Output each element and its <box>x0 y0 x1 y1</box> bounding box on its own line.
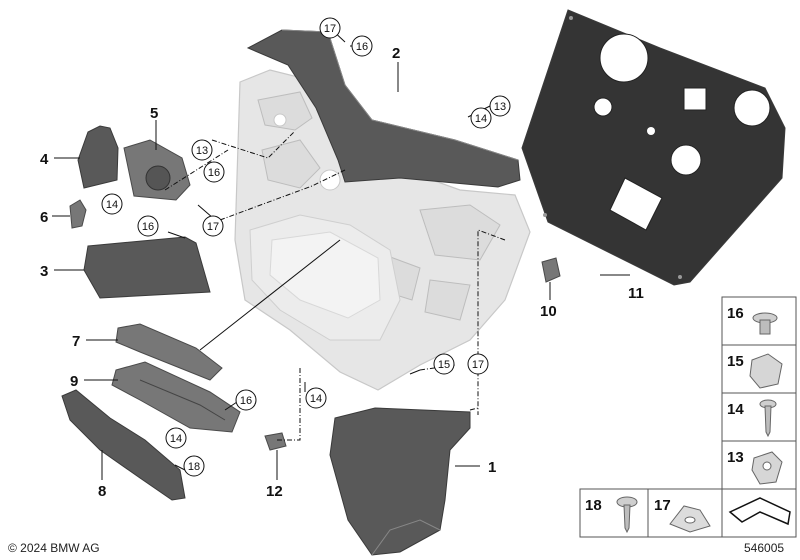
label-part-12: 12 <box>266 483 283 500</box>
svg-text:16: 16 <box>142 221 154 233</box>
label-part-7: 7 <box>72 333 80 350</box>
svg-text:14: 14 <box>310 393 322 405</box>
label-part-9: 9 <box>70 373 78 390</box>
part-labels: 2 11 3 4 5 6 7 9 8 1 10 12 <box>40 45 644 500</box>
armrest-trim <box>83 236 211 299</box>
legend-item-18: 18 <box>585 496 638 534</box>
svg-text:13: 13 <box>727 449 744 466</box>
lower-pocket-trim <box>329 407 471 556</box>
tweeter-housing <box>123 139 191 201</box>
legend-item-15: 15 <box>727 353 783 389</box>
svg-text:16: 16 <box>356 41 368 53</box>
svg-text:13: 13 <box>196 145 208 157</box>
label-part-11: 11 <box>628 285 644 302</box>
pull-handle-carrier <box>111 361 241 433</box>
handle-bracket <box>115 323 223 381</box>
label-part-3: 3 <box>40 263 48 280</box>
door-inner-frame <box>234 69 531 391</box>
svg-text:15: 15 <box>727 353 744 370</box>
label-part-4: 4 <box>40 151 49 168</box>
svg-text:14: 14 <box>727 401 744 418</box>
copyright-text: © 2024 BMW AG <box>8 541 100 555</box>
svg-text:17: 17 <box>207 221 219 233</box>
lower-handle-trim <box>61 389 186 501</box>
svg-text:13: 13 <box>494 101 506 113</box>
callout-16-trim3: 16 <box>137 215 159 237</box>
svg-text:16: 16 <box>727 305 744 322</box>
svg-text:18: 18 <box>188 461 200 473</box>
switch-cover <box>541 257 561 283</box>
label-part-10: 10 <box>540 303 557 320</box>
mirror-triangle-cover <box>77 125 119 189</box>
legend-item-14: 14 <box>727 399 777 438</box>
svg-text:14: 14 <box>170 433 182 445</box>
label-part-2: 2 <box>392 45 400 62</box>
svg-text:16: 16 <box>240 395 252 407</box>
legend-item-17: 17 <box>654 497 711 533</box>
lower-clip <box>264 432 287 451</box>
callout-14-low: 14 <box>305 387 327 409</box>
label-part-8: 8 <box>98 483 106 500</box>
label-part-5: 5 <box>150 105 158 122</box>
label-part-6: 6 <box>40 209 48 226</box>
legend-item-13: 13 <box>727 449 783 485</box>
sound-insulation-panel <box>521 9 786 286</box>
callout-14-bot: 14 <box>165 427 187 449</box>
small-clip <box>69 199 87 229</box>
callout-18-bot: 18 <box>183 455 205 477</box>
callout-13-right: 13 <box>489 95 511 117</box>
label-part-1: 1 <box>488 459 496 476</box>
svg-text:17: 17 <box>654 497 671 514</box>
diagram-number: 546005 <box>744 541 784 555</box>
svg-text:14: 14 <box>475 113 487 125</box>
callout-16-top: 16 <box>351 35 373 57</box>
svg-text:17: 17 <box>324 23 336 35</box>
callout-14-right: 14 <box>470 107 492 129</box>
callout-15-low: 15 <box>433 353 455 375</box>
callout-17-mid: 17 <box>202 215 224 237</box>
callout-14-left: 14 <box>101 193 123 215</box>
svg-text:15: 15 <box>438 359 450 371</box>
callout-17-top: 17 <box>319 17 341 39</box>
legend-item-16: 16 <box>727 305 778 335</box>
svg-text:14: 14 <box>106 199 118 211</box>
callout-16-left: 16 <box>203 161 225 183</box>
svg-text:17: 17 <box>472 359 484 371</box>
svg-text:16: 16 <box>208 167 220 179</box>
callout-16-bot: 16 <box>235 389 257 411</box>
adhesive-symbol-icon <box>728 497 791 526</box>
callout-13-left: 13 <box>191 139 213 161</box>
callout-17-low: 17 <box>467 353 489 375</box>
fastener-legend: 16 15 14 13 18 17 <box>579 296 797 538</box>
svg-text:18: 18 <box>585 497 602 514</box>
